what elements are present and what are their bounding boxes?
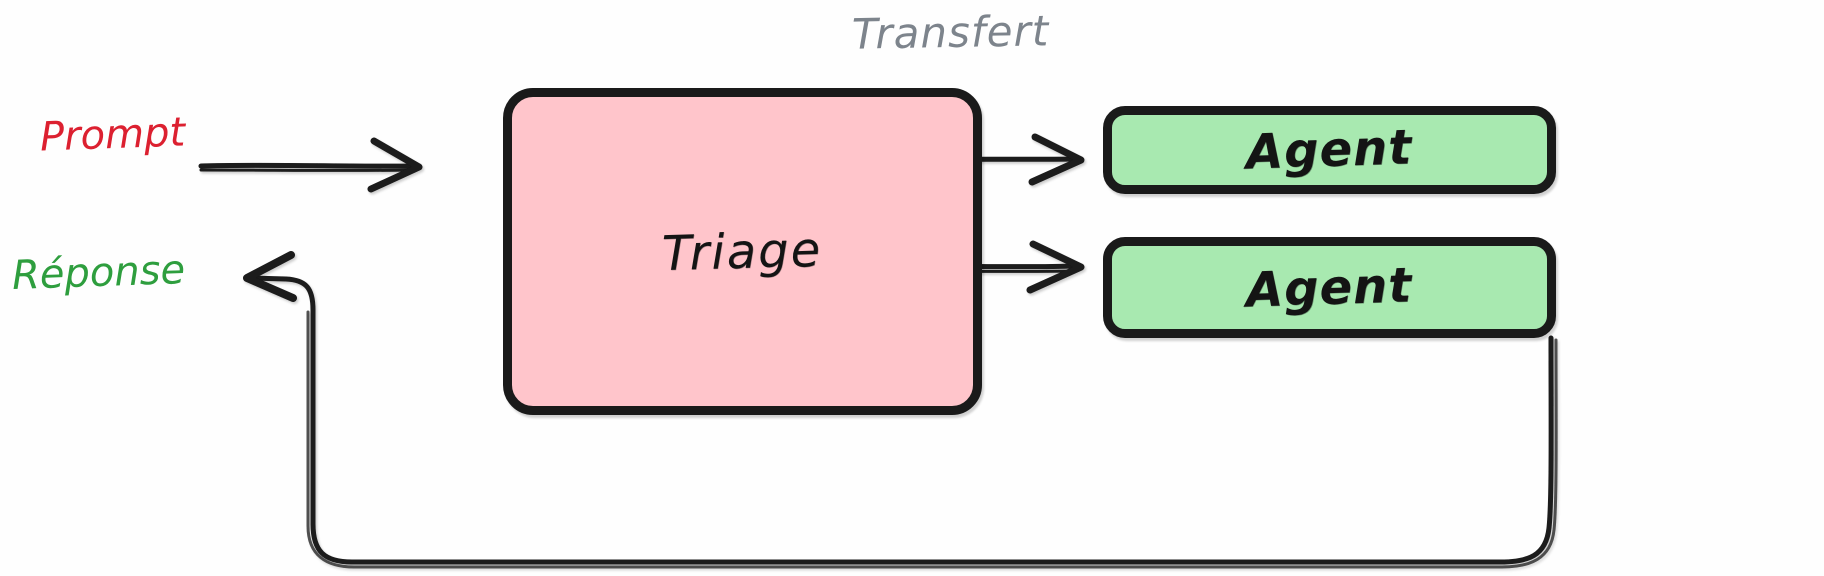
node-triage-label: Triage: [661, 221, 824, 282]
edge-agent-2-to-reponse: [243, 251, 1558, 569]
node-agent-1[interactable]: Agent: [1103, 106, 1556, 194]
node-agent-2-label: Agent: [1245, 256, 1414, 319]
node-agent-1-label: Agent: [1245, 119, 1414, 181]
edge-prompt-to-triage: [198, 137, 423, 193]
edge-label-reponse: Réponse: [11, 246, 186, 300]
edge-label-transfert: Transfert: [851, 6, 1050, 59]
node-agent-2[interactable]: Agent: [1103, 237, 1556, 338]
edge-label-prompt: Prompt: [39, 109, 186, 161]
node-triage[interactable]: Triage: [503, 88, 982, 415]
